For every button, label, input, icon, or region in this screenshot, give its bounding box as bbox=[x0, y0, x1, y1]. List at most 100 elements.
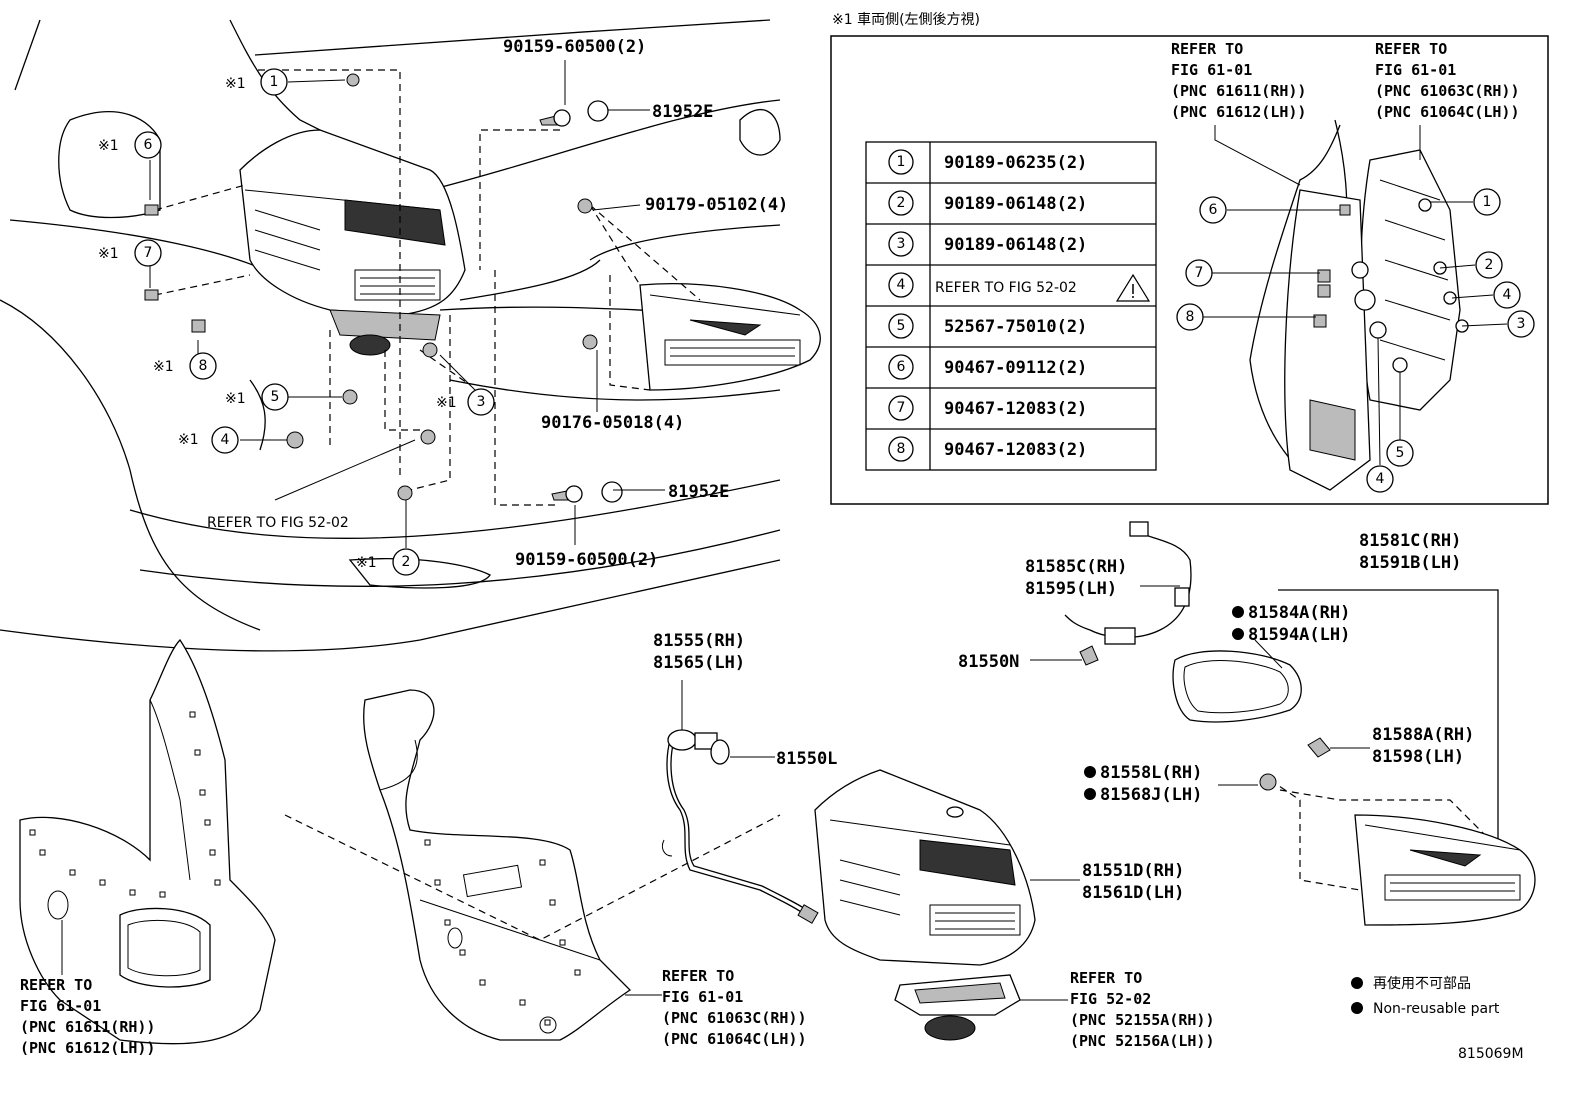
bottom-ref2: REFER TO FIG 61-01 (PNC 61063C(RH)) (PNC… bbox=[662, 967, 807, 1048]
bottom-ref3-l1: REFER TO bbox=[1070, 969, 1142, 987]
clip-81588a bbox=[1307, 737, 1370, 758]
legend-en: Non-reusable part bbox=[1373, 1001, 1500, 1017]
bottom-ref1-l2: FIG 61-01 bbox=[20, 997, 101, 1015]
callout-6: 6 bbox=[144, 137, 153, 153]
bottom-ref2-l4: (PNC 61064C(LH)) bbox=[662, 1030, 807, 1048]
mark-1-d: ※1 bbox=[153, 359, 174, 375]
inset-title: ※1 車両側(左側後方視) bbox=[832, 11, 980, 28]
bottom-ref2-l2: FIG 61-01 bbox=[662, 988, 743, 1006]
label-81561d: 81561D(LH) bbox=[1082, 883, 1184, 903]
table-num-2: 2 bbox=[897, 195, 906, 211]
bottom-ref3: REFER TO FIG 52-02 (PNC 52155A(RH)) (PNC… bbox=[1070, 969, 1215, 1050]
bottom-ref1-l1: REFER TO bbox=[20, 976, 92, 994]
inset-ref2-l4: (PNC 61064C(LH)) bbox=[1375, 103, 1520, 121]
inset-callout-3: 3 bbox=[1517, 316, 1526, 332]
table-part-1: 90189-06235(2) bbox=[944, 153, 1087, 173]
callout-2: 2 bbox=[402, 554, 411, 570]
vehicle-body-outline bbox=[0, 19, 781, 652]
label-81588a: 81588A(RH) bbox=[1372, 725, 1474, 745]
rear-lamp-81551d bbox=[814, 769, 1080, 966]
label-81594a: 81594A(LH) bbox=[1248, 625, 1350, 645]
label-81555: 81555(RH) bbox=[653, 631, 745, 651]
inset-ref1-l4: (PNC 61612(LH)) bbox=[1171, 103, 1306, 121]
mark-1-c: ※1 bbox=[98, 246, 119, 262]
label-81551d: 81551D(RH) bbox=[1082, 861, 1184, 881]
label-81595: 81595(LH) bbox=[1025, 579, 1117, 599]
nonreusable-dot bbox=[1084, 788, 1096, 800]
table-num-4: 4 bbox=[897, 277, 906, 293]
callout-7: 7 bbox=[144, 245, 153, 261]
leaders-top bbox=[149, 60, 665, 548]
mark-1-g: ※1 bbox=[436, 395, 457, 411]
inset-callout-4: 4 bbox=[1503, 287, 1512, 303]
inset-callout-7: 7 bbox=[1195, 265, 1204, 281]
table-part-8: 90467-12083(2) bbox=[944, 440, 1087, 460]
callout-4: 4 bbox=[221, 432, 230, 448]
label-81550n: 81550N bbox=[958, 652, 1019, 672]
callout-8: 8 bbox=[199, 358, 208, 374]
nonreusable-dot bbox=[1232, 628, 1244, 640]
mark-1-h: ※1 bbox=[356, 555, 377, 571]
quarter-inner-panel bbox=[19, 638, 276, 1045]
rear-lamp-in-body bbox=[239, 129, 466, 356]
inset-callout-1: 1 bbox=[1483, 194, 1492, 210]
table-num-6: 6 bbox=[897, 359, 906, 375]
bottom-ref3-l3: (PNC 52155A(RH)) bbox=[1070, 1011, 1215, 1029]
label-90179: 90179-05102(4) bbox=[645, 195, 788, 215]
nonreusable-dot bbox=[1084, 766, 1096, 778]
mark-1-e: ※1 bbox=[225, 391, 246, 407]
table-part-3: 90189-06148(2) bbox=[944, 235, 1087, 255]
dashed-guides-bottom bbox=[284, 779, 1501, 941]
label-90176: 90176-05018(4) bbox=[541, 413, 684, 433]
bottom-ref2-l1: REFER TO bbox=[662, 967, 734, 985]
nonreusable-dot bbox=[1351, 1002, 1363, 1014]
table-part-7: 90467-12083(2) bbox=[944, 399, 1087, 419]
label-81558l: 81558L(RH) bbox=[1100, 763, 1202, 783]
legend-jp: 再使用不可部品 bbox=[1373, 975, 1471, 992]
fasteners bbox=[144, 73, 623, 503]
dashed-guides-top bbox=[154, 69, 701, 506]
inset-callouts: 6 7 8 1 2 4 3 4 5 bbox=[1176, 125, 1535, 493]
label-81584a: 81584A(RH) bbox=[1248, 603, 1350, 623]
table-part-6: 90467-09112(2) bbox=[944, 358, 1087, 378]
nonreusable-dot bbox=[1351, 977, 1363, 989]
inset-callout-8: 8 bbox=[1186, 309, 1195, 325]
nonreusable-dot bbox=[1232, 606, 1244, 618]
bottom-ref1: REFER TO FIG 61-01 (PNC 61611(RH)) (PNC … bbox=[20, 976, 155, 1057]
label-81598: 81598(LH) bbox=[1372, 747, 1464, 767]
inset-ref2-l3: (PNC 61063C(RH)) bbox=[1375, 82, 1520, 100]
bottom-ref1-l4: (PNC 61612(LH)) bbox=[20, 1039, 155, 1057]
table-num-8: 8 bbox=[897, 441, 906, 457]
label-81550l: 81550L bbox=[776, 749, 837, 769]
table-num-7: 7 bbox=[897, 400, 906, 416]
table-num-3: 3 bbox=[897, 236, 906, 252]
table-part-2: 90189-06148(2) bbox=[944, 194, 1087, 214]
label-81581c: 81581C(RH) bbox=[1359, 531, 1461, 551]
label-81568j: 81568J(LH) bbox=[1100, 785, 1202, 805]
figure-code: 815069M bbox=[1458, 1046, 1524, 1062]
wheelhouse-panel bbox=[363, 689, 662, 1041]
bottom-ref1-l3: (PNC 61611(RH)) bbox=[20, 1018, 155, 1036]
bottom-ref2-l3: (PNC 61063C(RH)) bbox=[662, 1009, 807, 1027]
mark-1-b: ※1 bbox=[98, 138, 119, 154]
gasket-81584a bbox=[1172, 639, 1302, 723]
label-81565: 81565(LH) bbox=[653, 653, 745, 673]
label-90159-bot: 90159-60500(2) bbox=[515, 550, 658, 570]
label-81952e-bot: 81952E bbox=[668, 482, 729, 502]
bottom-ref3-l4: (PNC 52156A(LH)) bbox=[1070, 1032, 1215, 1050]
callout-1: 1 bbox=[270, 74, 279, 90]
table-part-5: 52567-75010(2) bbox=[944, 317, 1087, 337]
inner-lamp-body bbox=[639, 283, 821, 391]
label-81585c: 81585C(RH) bbox=[1025, 557, 1127, 577]
inner-lamp-81581c bbox=[1278, 589, 1536, 926]
parts-table: 1 90189-06235(2) 2 90189-06148(2) 3 9018… bbox=[865, 141, 1157, 471]
harness-81585c bbox=[1030, 521, 1192, 666]
table-num-5: 5 bbox=[897, 318, 906, 334]
main-callouts: ※1 1 ※1 6 ※1 7 ※1 8 ※1 5 ※1 4 ※1 3 ※1 2 bbox=[98, 68, 495, 576]
label-refer-52-02: REFER TO FIG 52-02 bbox=[207, 515, 349, 531]
mark-1-f: ※1 bbox=[178, 432, 199, 448]
inset-body-drawing bbox=[1249, 119, 1469, 491]
socket-wire-harness bbox=[661, 680, 819, 924]
callout-5: 5 bbox=[271, 389, 280, 405]
